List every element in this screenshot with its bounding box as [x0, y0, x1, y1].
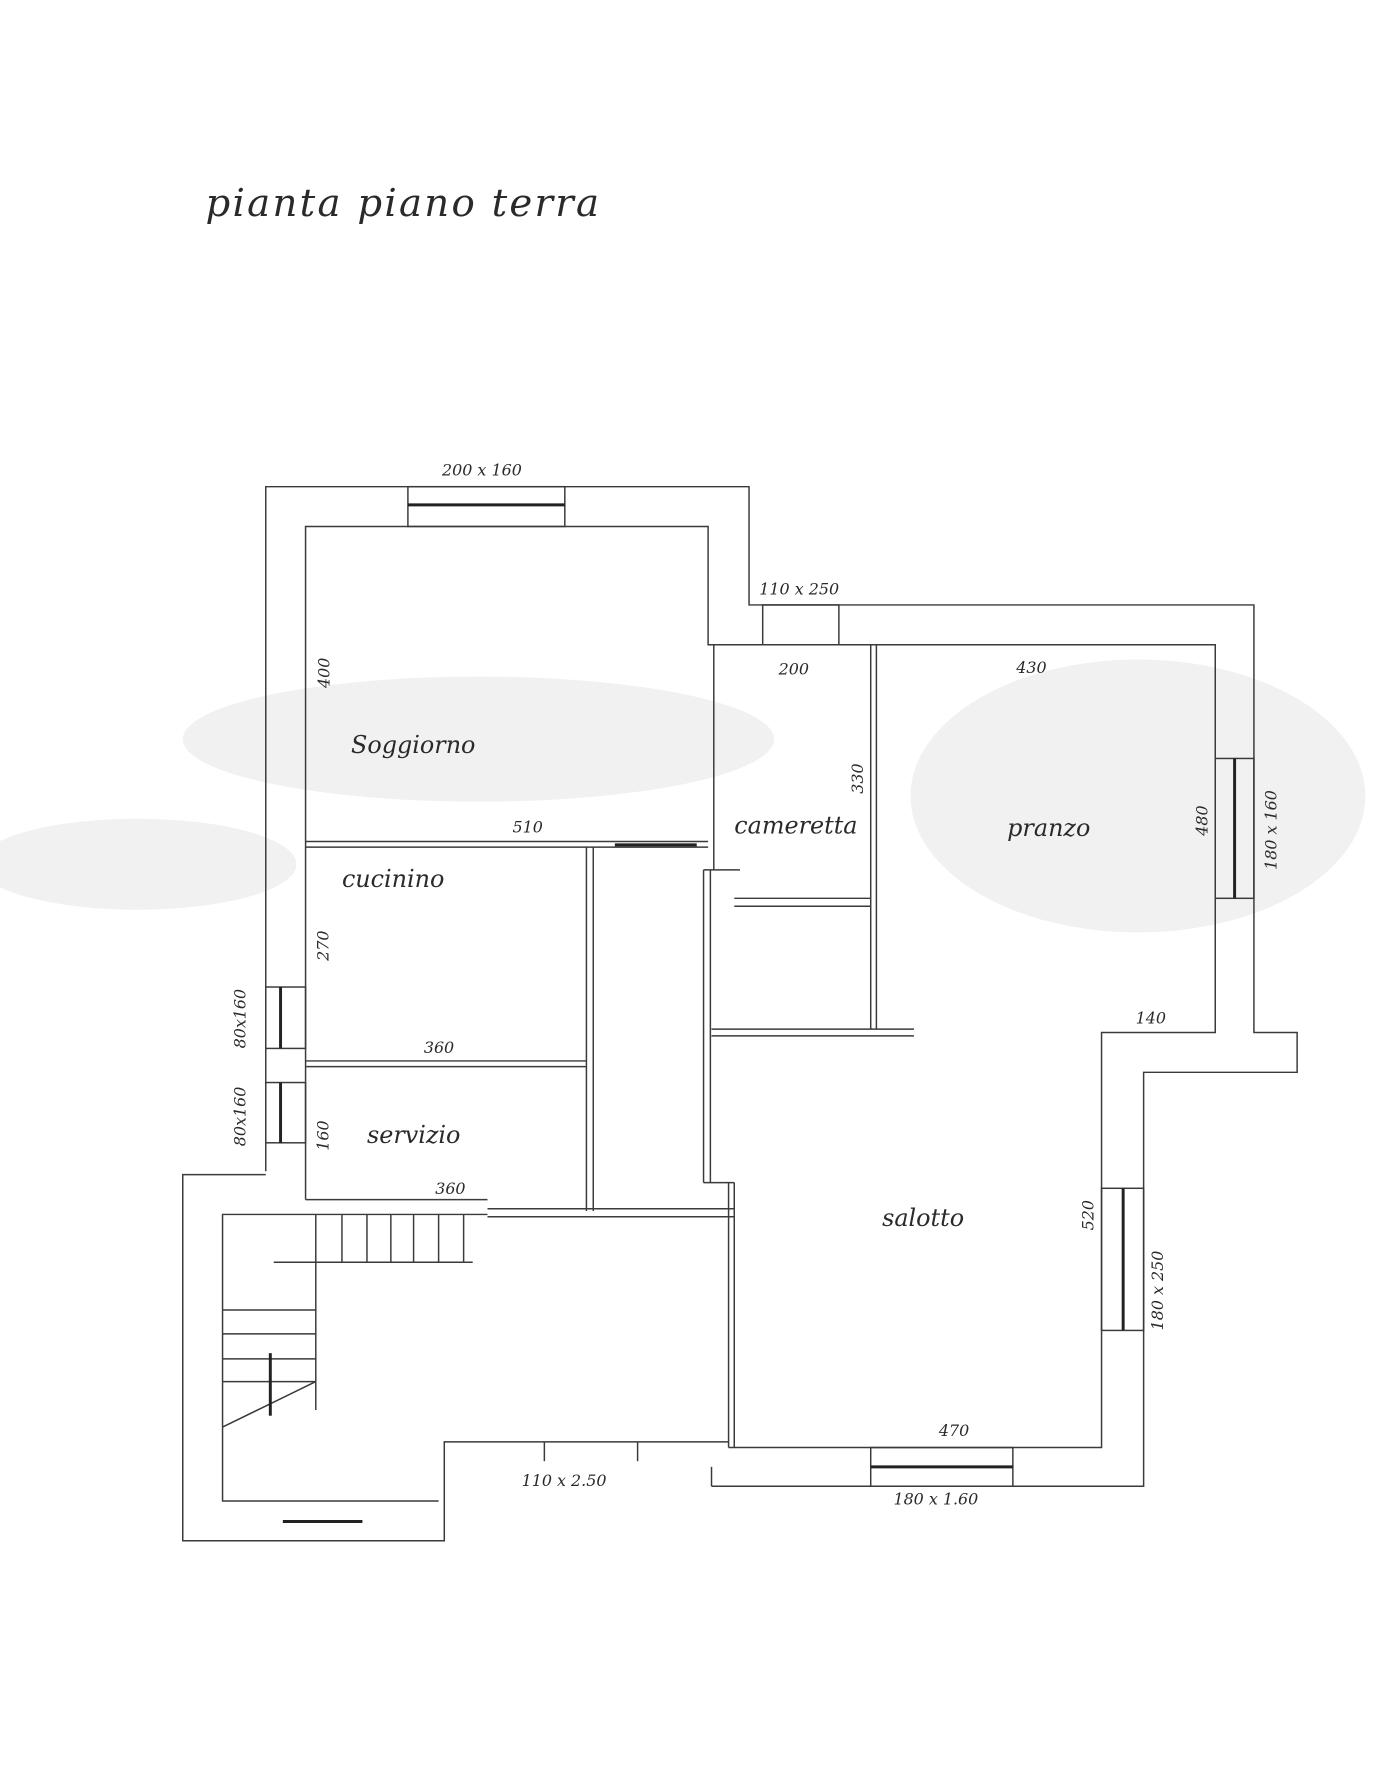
dim-pranzo-width: 430	[1015, 658, 1046, 677]
dim-servizio-width: 360	[435, 1179, 465, 1198]
room-label-cucinino: cucinino	[342, 865, 444, 893]
dim-cameretta-width: 200	[778, 659, 809, 678]
opening-top-window: 200 x 160	[441, 460, 522, 479]
room-label-servizio: servizio	[367, 1121, 460, 1149]
room-label-soggiorno: Soggiorno	[351, 731, 475, 759]
stairs	[222, 1214, 473, 1428]
opening-servizio-window: 80x160	[230, 1087, 249, 1147]
dim-pranzo-depth: 480	[1192, 805, 1211, 836]
dim-salotto-width: 470	[938, 1421, 969, 1440]
dim-soggiorno-width: 510	[513, 817, 543, 836]
dim-servizio-depth: 160	[313, 1120, 332, 1150]
dim-cameretta-depth: 330	[848, 763, 867, 793]
opening-cucinino-window: 80x160	[230, 989, 249, 1049]
dim-cucinino-depth: 270	[313, 930, 332, 961]
dim-step: 140	[1136, 1008, 1166, 1027]
paper-smudges	[0, 659, 1366, 933]
dim-cucinino-width: 360	[424, 1038, 454, 1057]
windows-and-doors	[265, 485, 1255, 1523]
opening-pranzo-window: 180 x 160	[1262, 790, 1281, 870]
room-label-salotto: salotto	[882, 1204, 964, 1232]
dim-salotto-depth: 520	[1079, 1200, 1098, 1230]
opening-upper-door: 110 x 250	[759, 580, 839, 599]
dim-soggiorno-depth: 400	[314, 658, 333, 689]
opening-salotto-window: 180 x 250	[1148, 1251, 1167, 1331]
room-labels: Soggiorno cameretta pranzo cucinino serv…	[342, 731, 1090, 1232]
room-label-cameretta: cameretta	[734, 812, 857, 840]
walls	[182, 485, 1298, 1542]
room-label-pranzo: pranzo	[1007, 814, 1090, 842]
dimension-labels: 510 400 200 330 430 480 140 520 470 360 …	[230, 460, 1280, 1508]
plan-title: pianta piano terra	[205, 181, 601, 226]
opening-bottom-door: 110 x 2.50	[522, 1471, 607, 1490]
opening-bottom-window: 180 x 1.60	[893, 1489, 978, 1508]
